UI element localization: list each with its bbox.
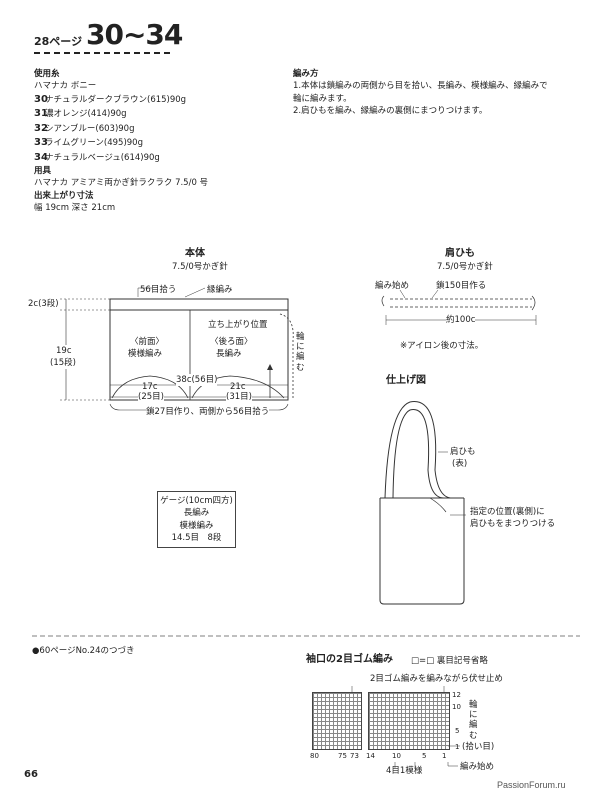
body-side-dim: 19c — [56, 345, 72, 358]
rib-legend: □=□ 裏目記号省略 — [411, 656, 488, 666]
method-step: 1.本体は鎖編みの両側から目を拾い、長編み、模様編み、縁編みで — [293, 81, 548, 92]
right-width: 21c — [230, 382, 246, 392]
col-number: 10 — [392, 752, 401, 760]
row-number: 5 — [455, 727, 460, 735]
color-item: 30ナチュラルダークブラウン(615)90g — [34, 93, 187, 105]
right-stitches: (31目) — [226, 391, 252, 404]
size-text: 幅 19cm 深さ 21cm — [34, 203, 116, 214]
watermark: PassionForum.ru — [497, 780, 566, 790]
strap-note: ※アイロン後の寸法。 — [400, 341, 484, 351]
gauge-line: 模様編み — [179, 520, 214, 531]
finish-attach-2: 肩ひもをまつりつける — [470, 519, 556, 529]
body-top-dim: 2c(3段) — [28, 299, 59, 309]
rib-grid-right — [368, 692, 450, 750]
row-number: 1 — [455, 743, 460, 751]
tools-title: 用具 — [34, 166, 52, 177]
rib-round-label: 輪に編む — [469, 700, 478, 741]
strap-length: 約100c — [446, 314, 476, 327]
col-number: 14 — [366, 752, 375, 760]
yarn-title: 使用糸 — [34, 69, 60, 79]
body-title: 本体 — [185, 248, 205, 259]
method-block: 編み方 1.本体は鎖編みの両側から目を拾い、長編み、模様編み、縁編みで 輪に編み… — [293, 68, 548, 117]
round-label: 輪に編む — [296, 332, 305, 373]
finish-attach-1: 指定の位置(裏側)に — [470, 507, 545, 517]
gauge-line: 長編み — [183, 508, 210, 519]
strap-start: 編み始め — [375, 281, 410, 291]
method-title: 編み方 — [293, 69, 319, 79]
gauge-count: 14.5目 8段 — [171, 532, 222, 543]
row-number: 10 — [452, 703, 461, 711]
rib-pickup: (拾い目) — [462, 742, 495, 752]
front-stitch: 模様編み — [128, 349, 163, 359]
body-side-rows: (15段) — [50, 357, 76, 370]
header-divider — [34, 52, 170, 54]
total-width: 38c(56目) — [176, 374, 218, 387]
col-number: 1 — [442, 752, 447, 760]
col-number: 75 — [338, 752, 347, 760]
color-item: 33ライムグリーン(495)90g — [34, 137, 143, 149]
rib-bind-off: 2目ゴム編みを編みながら伏せ止め — [370, 674, 503, 684]
continued-note: ●60ページNo.24のつづき — [32, 646, 135, 656]
finish-title: 仕上げ図 — [386, 375, 426, 386]
color-item: 34ナチュラルベージュ(614)90g — [34, 151, 160, 163]
body-hook: 7.5/0号かぎ針 — [172, 262, 228, 272]
col-number: 73 — [350, 752, 359, 760]
rib-grid-left — [312, 692, 362, 750]
finish-strap-face: (表) — [452, 459, 468, 469]
gauge-box: ゲージ(10cm四方) 長編み 模様編み 14.5目 8段 — [157, 491, 236, 549]
body-edge: 縁編み — [207, 285, 233, 295]
yarn-name: ハマナカ ボニー — [34, 81, 97, 92]
method-step: 輪に編みます。 — [293, 93, 352, 104]
materials-block: 使用糸 ハマナカ ボニー 30ナチュラルダークブラウン(615)90g 31濃オ… — [34, 68, 208, 214]
col-number: 5 — [422, 752, 427, 760]
strap-title: 肩ひも — [445, 248, 475, 259]
rib-start: 編み始め — [460, 762, 495, 772]
page-reference: 28ページ — [34, 35, 83, 48]
strap-hook: 7.5/0号かぎ針 — [437, 262, 493, 272]
rib-title: 袖口の2目ゴム編み — [306, 654, 393, 665]
left-width: 17c — [142, 382, 158, 392]
color-item: 31濃オレンジ(414)90g — [34, 108, 127, 120]
back-label: 〈後ろ面〉 — [210, 337, 253, 347]
body-pickup: 56目拾う — [140, 285, 177, 295]
color-item: 32シアンブルー(603)90g — [34, 122, 135, 134]
rib-repeat: 4目1模様 — [386, 766, 423, 776]
gauge-title: ゲージ(10cm四方) — [160, 496, 233, 506]
page-number: 66 — [24, 769, 38, 780]
method-step: 2.肩ひもを編み、縁編みの裏側にまつりつけます。 — [293, 105, 488, 116]
front-label: 〈前面〉 — [130, 337, 165, 347]
strap-chain: 鎖150目作る — [436, 281, 487, 291]
left-stitches: (25目) — [138, 391, 164, 404]
pattern-range: 30~34 — [86, 18, 183, 51]
col-number: 80 — [310, 752, 319, 760]
chain-instruction: 鎖27目作り、両側から56目拾う — [146, 406, 270, 419]
rise-position: 立ち上がり位置 — [208, 320, 268, 330]
back-stitch: 長編み — [216, 349, 242, 359]
tools-text: ハマナカ アミアミ両かぎ針ラクラク 7.5/0 号 — [34, 178, 209, 189]
size-title: 出来上がり寸法 — [34, 190, 94, 201]
row-number: 12 — [452, 691, 461, 699]
finish-strap-label: 肩ひも — [450, 447, 476, 457]
